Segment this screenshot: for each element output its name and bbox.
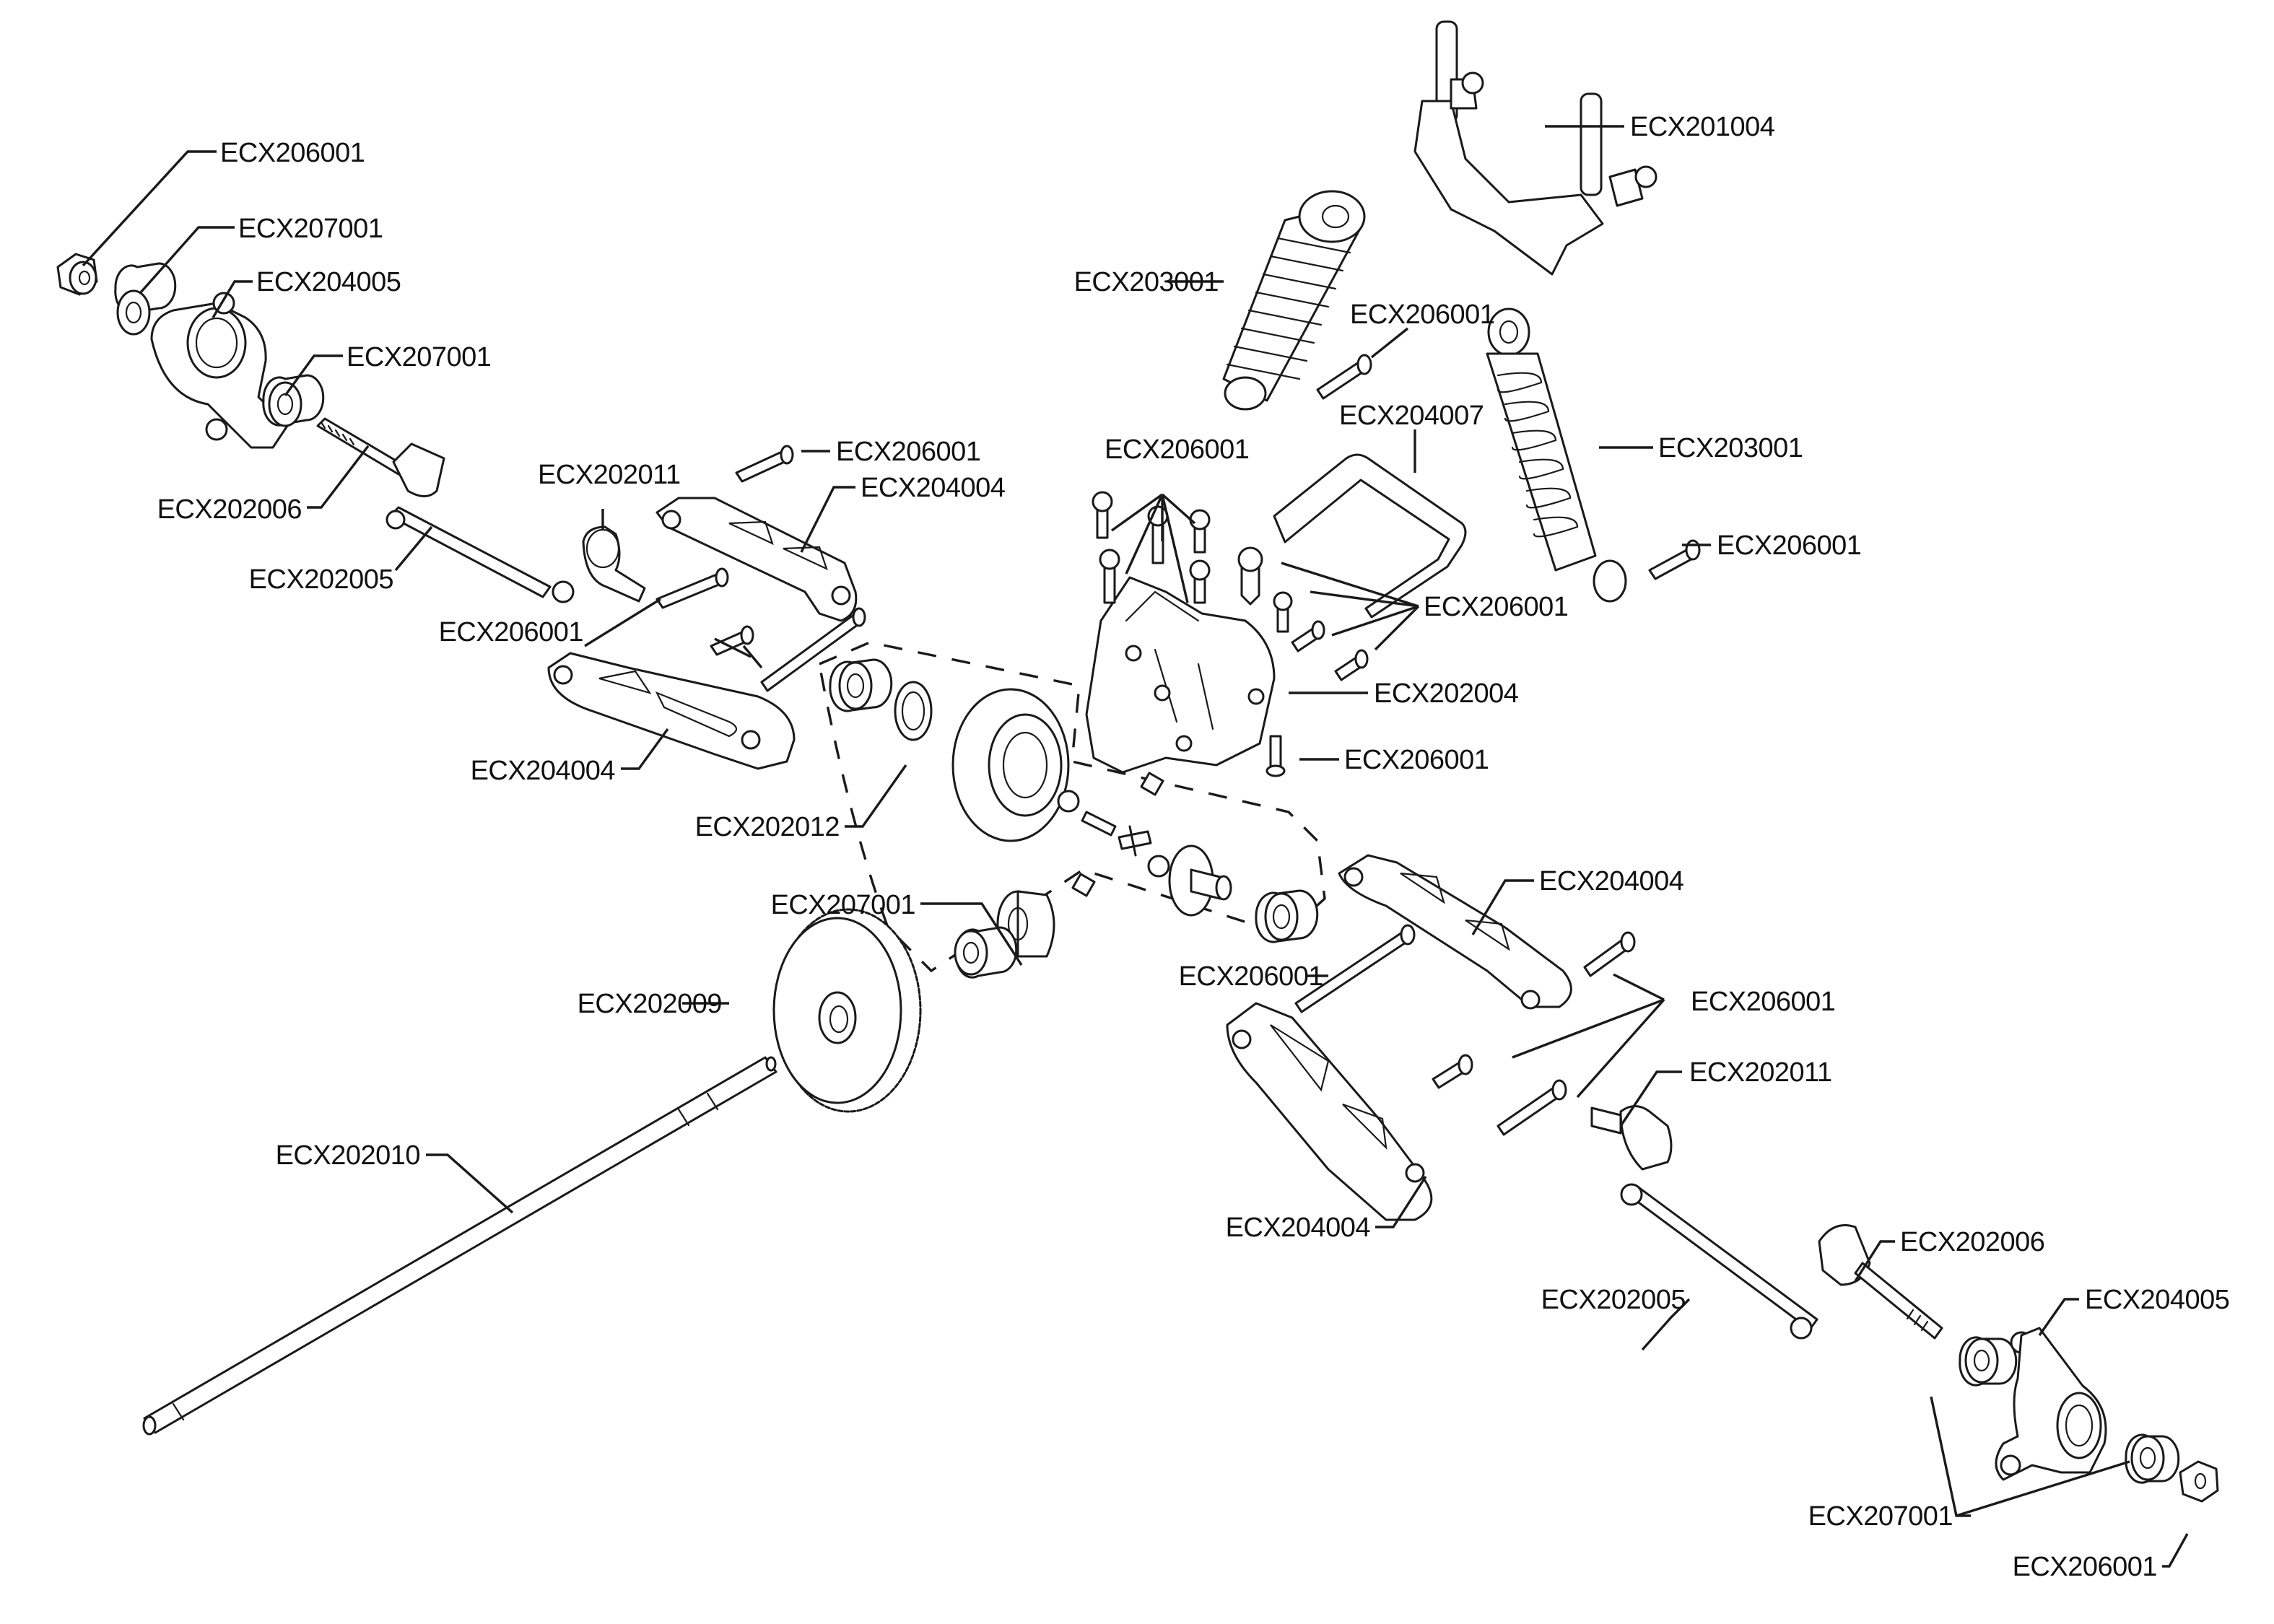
left-upper-arm [655,497,858,622]
label-hub-carrier-left: ECX204005 [256,267,401,297]
right-outer-bearing [2125,1433,2180,1484]
label-differential: ECX202012 [695,812,840,842]
top-shaft [142,1056,777,1436]
gearbox-housing [1085,576,1276,774]
leader-lines [82,125,2189,1568]
label-lower-arm-left: ECX204004 [471,756,616,786]
right-axle [1818,1224,1943,1340]
left-shock [1222,190,1366,411]
diff-internals [1057,772,1232,917]
label-hinge-pin-right-inner: ECX206001 [1179,961,1323,992]
label-gearbox-screws-top: ECX206001 [1105,435,1249,465]
label-gearbox-bottom-screw: ECX206001 [1344,745,1489,775]
right-lower-arm [1226,1002,1433,1221]
label-shock-pin-left: ECX206001 [1350,300,1494,330]
right-upper-arm [1338,854,1572,1010]
label-nut-left: ECX206001 [220,138,365,168]
diff-bearing-idler [954,926,1018,979]
label-axle-right: ECX202006 [1900,1227,2044,1257]
label-spur-gear: ECX202009 [578,989,722,1019]
label-lower-arm-right: ECX204004 [1226,1213,1371,1243]
gearbox-screws [1092,491,1369,777]
diff-outdrive-gear [894,681,933,741]
label-gearbox-screws-side: ECX206001 [1424,592,1568,622]
left-hinge-pins [655,445,866,692]
label-gearbox: ECX202004 [1374,678,1519,709]
label-shock-pin-right: ECX206001 [1717,531,1861,561]
label-wing-bar: ECX204007 [1339,401,1484,431]
label-hinge-pins-right: ECX206001 [1691,987,1835,1017]
right-inner-bearing [1959,1336,2018,1387]
label-upper-arm-left: ECX204004 [861,473,1006,503]
body-mount [1413,20,1657,276]
diff-ring-gear [951,688,1070,842]
left-hub-carrier [150,292,289,449]
label-upper-arm-right: ECX204004 [1539,866,1684,896]
part-labels: ECX206001 ECX207001 ECX204005 ECX207001 … [157,112,2230,1582]
label-shock-left: ECX203001 [1074,267,1219,297]
right-hinge-pins [1294,924,1636,1136]
right-hub-carrier [1995,1327,2107,1481]
left-lower-arm [547,652,796,770]
diff-bearing-outer-right [1255,889,1319,943]
diff-bearing-outer-left [829,658,893,712]
spur-gear [772,908,922,1113]
label-bearing-left-inner: ECX207001 [347,342,491,372]
left-dogbone [385,506,575,603]
right-lock-nut [2179,1460,2219,1503]
label-hinge-pin-upper-left: ECX206001 [836,437,980,467]
label-dogbone-right: ECX202005 [1541,1285,1686,1315]
label-body-mount: ECX201004 [1630,112,1775,142]
wing-bar [1273,453,1467,619]
differential-group-outline [818,641,1326,973]
label-dogbone-left: ECX202005 [249,564,393,595]
left-lock-nut [56,253,98,296]
right-dogbone [1620,1183,1818,1340]
left-outdrive [582,525,646,603]
right-shock [1486,307,1627,603]
label-top-shaft: ECX202010 [276,1140,420,1171]
label-hinge-pins-left: ECX206001 [439,617,583,647]
label-diff-bearing-left: ECX207001 [771,890,915,920]
left-axle [316,417,445,497]
left-inner-bearing [262,374,325,427]
label-bearing-left-outer: ECX207001 [238,214,383,244]
label-shock-right: ECX203001 [1658,433,1803,463]
label-bearings-right: ECX207001 [1808,1501,1953,1532]
right-outdrive [1590,1105,1673,1171]
label-outdrive-right: ECX202011 [1689,1057,1832,1088]
label-nut-right: ECX206001 [2013,1552,2157,1582]
label-outdrive-left: ECX202011 [538,460,681,490]
label-hub-carrier-right: ECX204005 [2085,1285,2229,1315]
label-axle-left: ECX202006 [157,494,302,525]
